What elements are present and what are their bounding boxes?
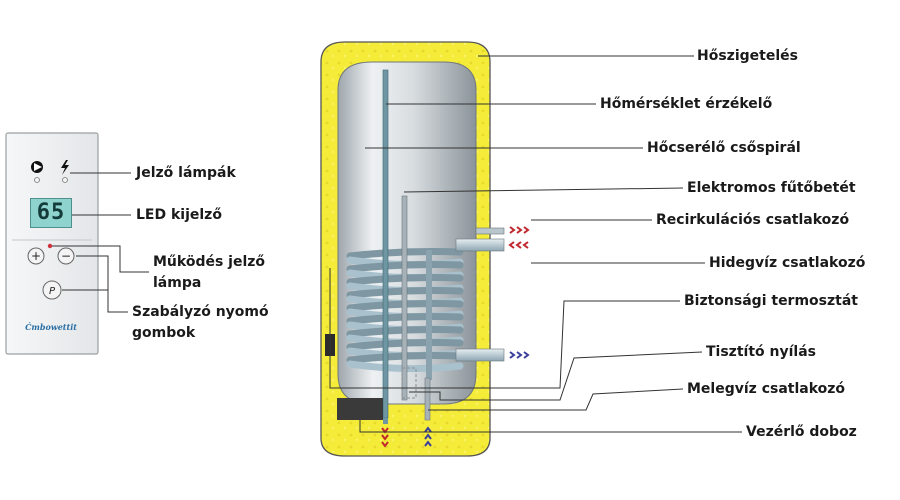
hot-water-outlet [424,377,431,421]
temperature-sensor-rod [382,69,389,419]
program-button-label: P [49,286,56,297]
recirculation-arrow [516,226,523,234]
label-indicator-lamps: Jelző lámpák [136,165,236,181]
coil-inlet-arrow [381,434,389,441]
coil-feed-pipe [426,250,432,380]
minus-icon: − [61,249,71,263]
coil-return-arrow [523,351,530,359]
pump-icon [31,161,43,173]
plus-icon: + [31,249,41,263]
flow-arrows [381,226,530,448]
label-control-box: Vezérlő doboz [746,424,857,440]
tank-leader-lines [329,55,742,433]
recirculation-arrow [509,226,516,234]
label-temperature-sensor: Hőmérséklet érzékelő [600,96,773,112]
coil-return-pipe [455,348,505,362]
label-insulation: Hőszigetelés [697,48,798,64]
recirculation-pipe [475,227,505,235]
indicator-lamp-power [62,177,68,183]
cold-water-arrow [522,241,529,249]
cleaning-opening [401,367,417,399]
label-operation-indicator-lamp: Működés jelző lámpa [153,254,266,291]
hot-water-arrow [424,426,432,433]
program-button[interactable] [42,280,62,300]
recirculation-arrow [523,226,530,234]
panel-leader-lines [52,172,149,313]
hot-water-arrow [424,433,432,440]
electric-heating-element [401,195,408,401]
label-cold-water-connector: Hidegvíz csatlakozó [709,255,866,271]
coil-return-arrow [509,351,516,359]
label-safety-thermostat: Biztonsági termosztát [684,293,858,309]
cold-water-arrow [508,241,515,249]
panel-body [5,132,99,355]
label-control-push-buttons: Szabályzó nyomó gombok [132,304,269,341]
label-heat-exchanger-coil: Hőcserélő csőspirál [647,140,801,156]
operation-lamp [47,243,53,249]
coil-inlet-arrow [381,441,389,448]
cold-water-pipe [455,238,505,252]
label-electric-heating-element: Elektromos fűtőbetét [687,180,856,196]
indicator-lamp-pump [34,177,40,183]
control-panel: + − P [5,132,99,355]
cold-water-arrow [515,241,522,249]
label-recirculation-connector: Recirkulációs csatlakozó [656,212,850,228]
hot-water-arrow [424,440,432,447]
label-hot-water-connector: Melegvíz csatlakozó [687,381,846,397]
label-cleaning-opening: Tisztító nyílás [706,344,816,360]
minus-button[interactable] [57,247,75,265]
control-box [337,398,383,420]
bottom-pipe-left [383,418,388,424]
lightning-icon [61,160,69,175]
coil-return-arrow [516,351,523,359]
label-led-display: LED kijelző [136,207,222,223]
brand-logo: Ćmbowettit [25,322,77,332]
led-display-readout: 65 [30,198,72,228]
plus-button[interactable] [27,247,45,265]
